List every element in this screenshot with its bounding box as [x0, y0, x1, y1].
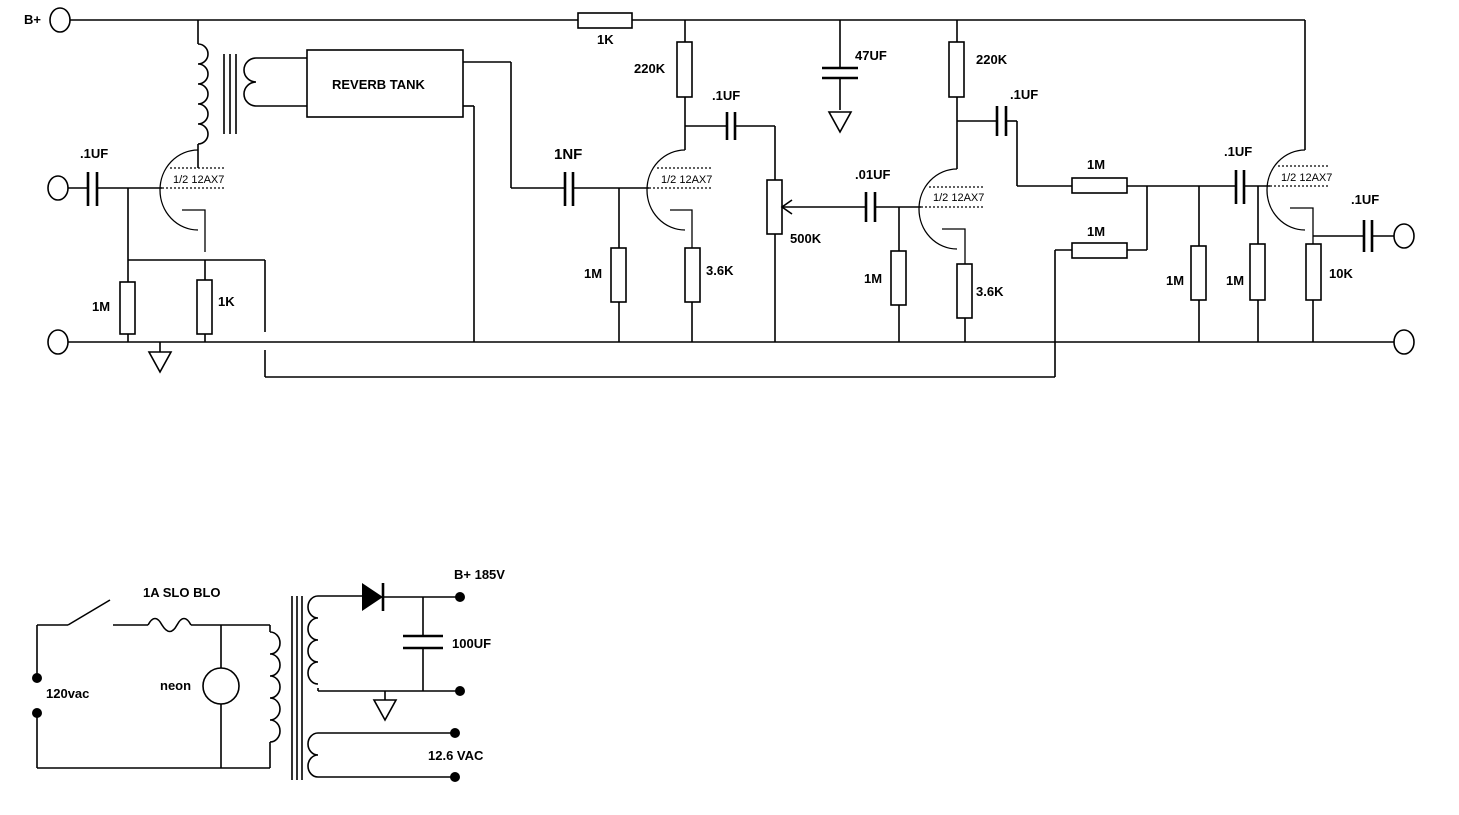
input-jack[interactable] — [47, 175, 69, 201]
hv-return-terminal[interactable] — [455, 686, 465, 696]
grid-resistor-4a — [1190, 245, 1207, 301]
filter-capacitor-label: 47UF — [855, 48, 887, 63]
coupling-capacitor-2-label: .1UF — [1010, 87, 1038, 102]
mix-resistor-2-label: 1M — [1087, 224, 1105, 239]
reverb-level-pot[interactable] — [766, 179, 783, 235]
tube-1 — [159, 149, 226, 252]
recovery-capacitor-label: 1NF — [554, 146, 582, 163]
grid-resistor-2-label: 1M — [584, 266, 602, 281]
heater-terminal-bottom[interactable] — [450, 772, 460, 782]
tube-1-label: 1/2 12AX7 — [173, 174, 224, 186]
power-supply — [32, 583, 465, 782]
output-capacitor — [1362, 220, 1374, 252]
b-plus-terminal[interactable] — [49, 7, 71, 33]
supply-resistor — [577, 12, 633, 29]
tube-4-label: 1/2 12AX7 — [1281, 172, 1332, 184]
fuse-label: 1A SLO BLO — [143, 585, 221, 600]
heater-terminal-top[interactable] — [450, 728, 460, 738]
pot-label: 500K — [790, 231, 822, 246]
grid-resistor-3 — [890, 250, 907, 306]
b-plus-label: B+ — [24, 12, 41, 27]
output-jack[interactable] — [1393, 223, 1415, 249]
b-plus-output-terminal[interactable] — [455, 592, 465, 602]
neon-label: neon — [160, 678, 191, 693]
ground-icon — [372, 699, 398, 722]
coupling-capacitor-001 — [864, 192, 877, 222]
grid-resistor-2 — [610, 247, 627, 303]
ground-rail — [47, 329, 1415, 374]
cathode-resistor-1 — [196, 279, 213, 335]
plate-resistor-1 — [676, 41, 693, 98]
plate-resistor-2 — [948, 41, 965, 98]
cathode-resistor-1-label: 1K — [218, 294, 235, 309]
output-capacitor-label: .1UF — [1351, 192, 1379, 207]
mains-label: 120vac — [46, 686, 89, 701]
output-resistor-label: 10K — [1329, 266, 1353, 281]
grid-resistor-3-label: 1M — [864, 271, 882, 286]
neon-lamp — [202, 667, 240, 705]
fuse — [147, 617, 192, 633]
b-plus-rail — [49, 7, 1306, 150]
ground-terminal-left[interactable] — [47, 329, 69, 355]
tube-2-label: 1/2 12AX7 — [661, 174, 712, 186]
mix-resistor-2 — [1071, 242, 1128, 259]
output-resistor — [1305, 243, 1322, 301]
reverb-tank-label: REVERB TANK — [332, 77, 426, 92]
mains-terminal-top[interactable] — [32, 673, 42, 683]
tube-4 — [1266, 149, 1328, 244]
rectifier-diode — [362, 583, 383, 611]
ground-icon — [147, 351, 173, 374]
heater-label: 12.6 VAC — [428, 748, 484, 763]
grid-resistor-4a-label: 1M — [1166, 273, 1184, 288]
mix-resistor-1-label: 1M — [1087, 157, 1105, 172]
cathode-resistor-3-label: 3.6K — [976, 284, 1004, 299]
mix-resistor-1 — [1071, 177, 1128, 194]
grid-resistor-4b-label: 1M — [1226, 273, 1244, 288]
grid-resistor-1-label: 1M — [92, 299, 110, 314]
coupling-capacitor-1-label: .1UF — [712, 88, 740, 103]
input-capacitor-label: .1UF — [80, 146, 108, 161]
filter-capacitor — [822, 20, 858, 134]
cathode-resistor-2 — [684, 247, 701, 303]
tube-3-label: 1/2 12AX7 — [933, 192, 984, 204]
plate-resistor-1-label: 220K — [634, 61, 666, 76]
ground-icon — [827, 111, 853, 134]
wiper-arrow-icon — [780, 199, 793, 215]
ground-terminal-right[interactable] — [1393, 329, 1415, 355]
coupling-capacitor-2 — [995, 106, 1008, 136]
tube-2 — [646, 149, 712, 248]
filter-cap-label: 100UF — [452, 636, 491, 651]
recovery-coupling-capacitor — [563, 172, 575, 206]
cathode-resistor-2-label: 3.6K — [706, 263, 734, 278]
reverb-tank — [306, 49, 464, 118]
grid-resistor-1 — [119, 281, 136, 335]
supply-resistor-label: 1K — [597, 32, 614, 47]
coupling-capacitor-001-label: .01UF — [855, 167, 890, 182]
coupling-capacitor-1 — [725, 112, 737, 140]
mix-capacitor-label: .1UF — [1224, 144, 1252, 159]
plate-resistor-2-label: 220K — [976, 52, 1008, 67]
b-plus-output-label: B+ 185V — [454, 567, 505, 582]
reverb-transformer — [197, 20, 307, 150]
power-switch[interactable] — [67, 599, 111, 626]
mix-capacitor — [1234, 170, 1246, 204]
input-capacitor — [86, 172, 99, 206]
bypass-wire — [264, 249, 1072, 378]
mains-terminal-bottom[interactable] — [32, 708, 42, 718]
grid-resistor-4b — [1249, 243, 1266, 301]
cathode-resistor-3 — [956, 263, 973, 319]
tube-3 — [918, 168, 985, 264]
